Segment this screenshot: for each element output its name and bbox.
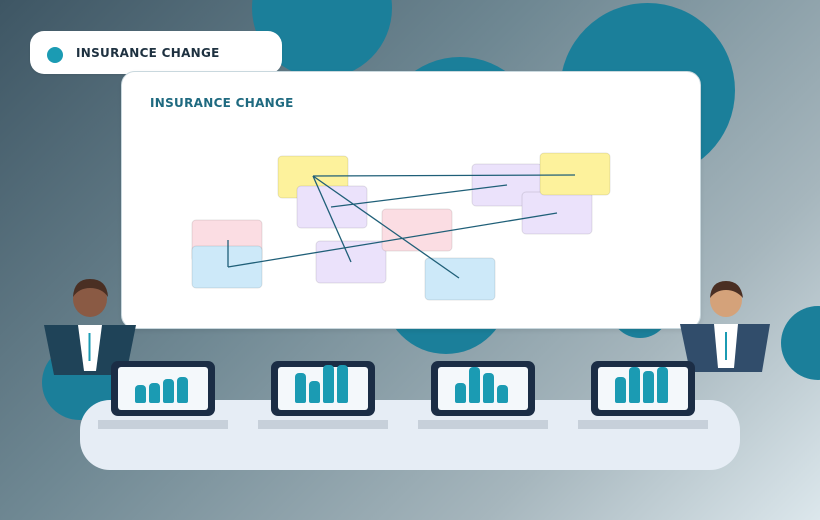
status-dot-icon: [47, 47, 63, 63]
laptop-bar: [455, 383, 466, 403]
laptop-bar: [657, 367, 668, 403]
header-pill: INSURANCE CHANGE: [30, 31, 282, 74]
header-pill-label: INSURANCE CHANGE: [76, 46, 220, 60]
sticky-note-6: [381, 208, 453, 252]
connector-line-4: [330, 184, 508, 208]
laptop-screen: [438, 367, 528, 410]
connector-line-1: [312, 174, 576, 177]
laptop-bar: [149, 383, 160, 403]
desk-strip-2: [258, 420, 388, 429]
laptop-screen: [598, 367, 688, 410]
presenter-right-icon: [680, 281, 770, 372]
desk-strip-3: [418, 420, 548, 429]
laptop-bar: [323, 365, 334, 403]
laptop-bar: [309, 381, 320, 403]
desk-strip-1: [98, 420, 228, 429]
bg-circle-7: [781, 306, 820, 380]
board-title: INSURANCE CHANGE: [150, 96, 294, 110]
desk-strip-4: [578, 420, 708, 429]
connector-line-6: [227, 212, 558, 268]
laptop-bar: [163, 379, 174, 403]
sticky-note-10: [539, 152, 611, 196]
laptop-bar: [615, 377, 626, 403]
laptop-screen: [118, 367, 208, 410]
laptop-2: [271, 361, 375, 416]
laptop-1: [111, 361, 215, 416]
laptop-screen: [278, 365, 368, 410]
laptop-bar: [177, 377, 188, 403]
laptop-bar: [629, 367, 640, 403]
laptop-3: [431, 361, 535, 416]
connector-line-3: [312, 175, 460, 279]
laptop-bar: [135, 385, 146, 403]
laptop-bar: [337, 365, 348, 403]
laptop-4: [591, 361, 695, 416]
laptop-bar: [497, 385, 508, 403]
sticky-note-7: [424, 257, 496, 301]
whiteboard: INSURANCE CHANGE: [121, 71, 701, 329]
laptop-bar: [469, 367, 480, 403]
laptop-bar: [483, 373, 494, 403]
sticky-note-4: [191, 245, 263, 289]
board-diagram: [191, 152, 611, 301]
laptop-bar: [295, 373, 306, 403]
laptop-bar: [643, 371, 654, 403]
